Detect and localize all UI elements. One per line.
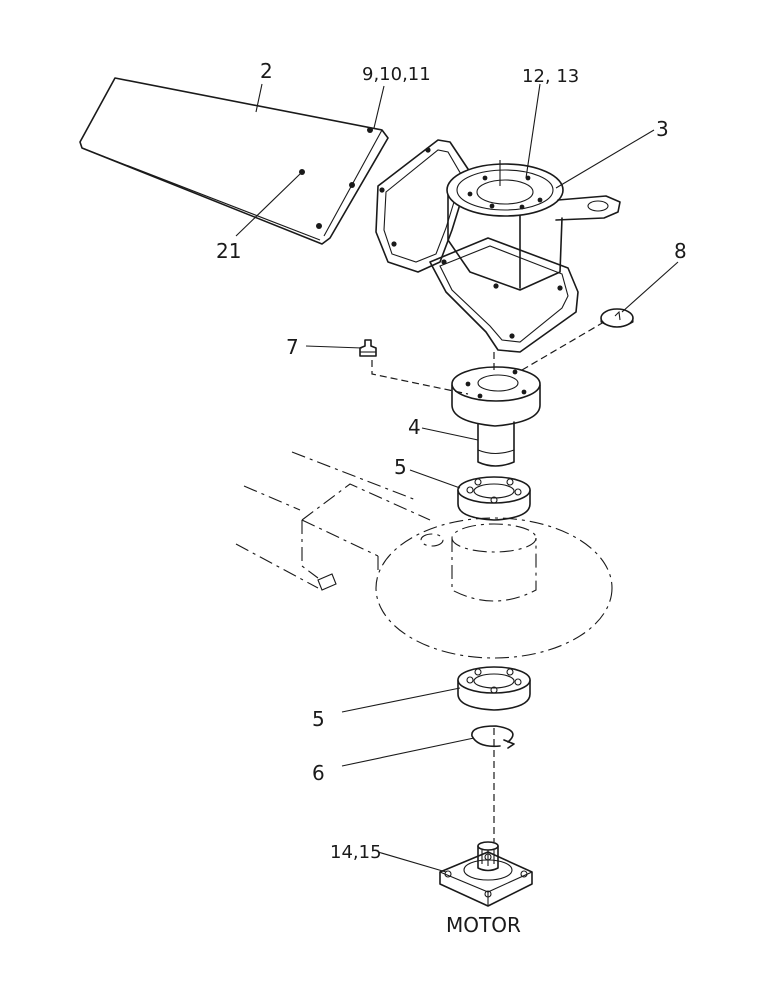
label-part-21: 21: [216, 239, 241, 263]
label-part-2: 2: [260, 59, 273, 83]
label-part-7: 7: [286, 335, 299, 359]
label-part-8: 8: [674, 239, 687, 263]
fitting-part-7: [359, 339, 377, 357]
assembly-lines: [371, 321, 605, 842]
bearing-part-5-upper: [457, 476, 531, 521]
label-part-12-13: 12, 13: [522, 66, 579, 87]
part-labels: 2 9,10,11 12, 13 3 21 8 7 4 5 5 6 14,15 …: [216, 59, 687, 937]
label-part-5-upper: 5: [394, 455, 407, 479]
cap-part-8: [600, 308, 634, 328]
leader-lines: [235, 83, 679, 873]
label-part-6: 6: [312, 761, 325, 785]
phantom-disc-assembly: [235, 451, 613, 659]
flange-shaft-part-4: [451, 366, 541, 467]
label-part-4: 4: [408, 415, 421, 439]
label-part-3: 3: [656, 117, 669, 141]
blade-panel-part-2: [79, 77, 389, 245]
label-part-9-10-11: 9,10,11: [362, 64, 431, 85]
label-part-14-15: 14,15: [330, 842, 382, 863]
circlip-part-6: [471, 725, 515, 749]
label-motor: MOTOR: [446, 913, 521, 937]
label-part-5-lower: 5: [312, 707, 325, 731]
housing-part-3: [375, 139, 621, 353]
bearing-part-5-lower: [457, 666, 531, 711]
motor-part-14-15: [439, 841, 533, 907]
